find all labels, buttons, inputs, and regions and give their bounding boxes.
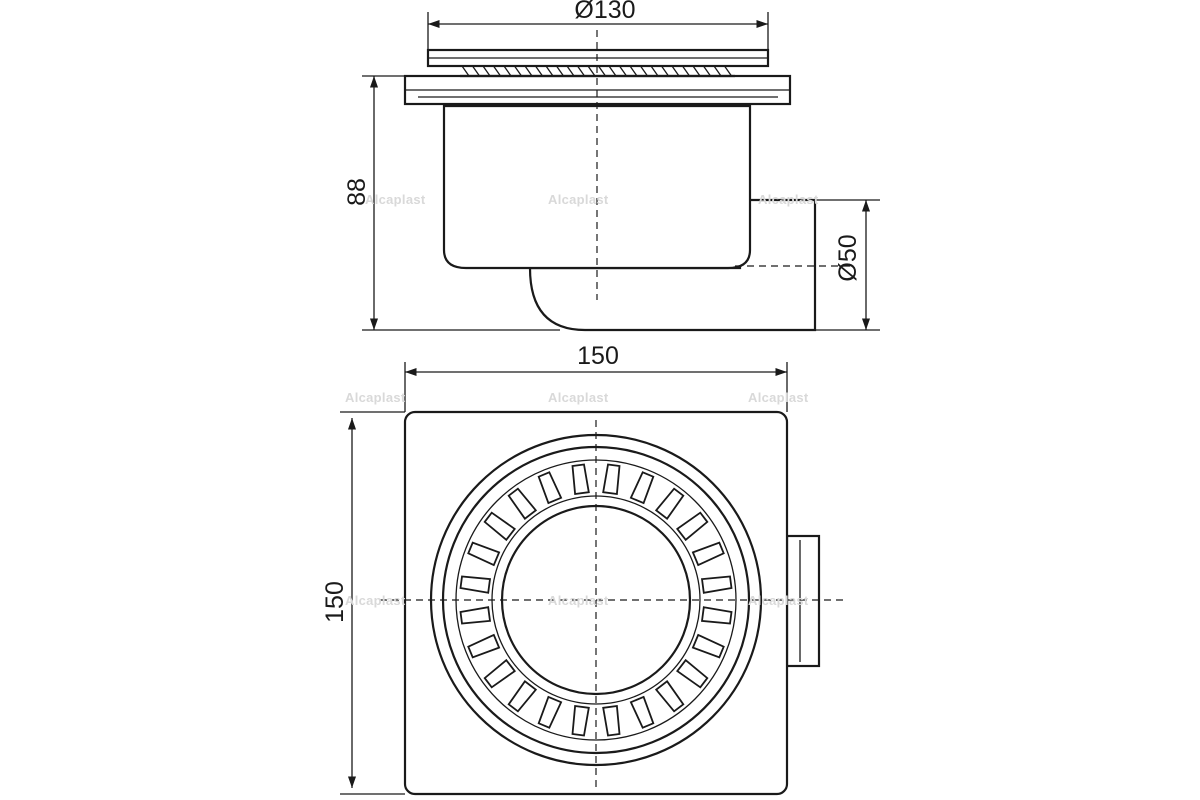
watermark-text: Alcaplast (548, 390, 609, 405)
grate-slot (483, 658, 516, 689)
grate-rib (723, 65, 733, 77)
width-label: 150 (577, 342, 619, 370)
grate-rib (545, 65, 554, 77)
grate-slot (654, 487, 685, 520)
grate-slot (571, 704, 590, 737)
grate-slot (700, 575, 733, 594)
grate-slot (676, 511, 709, 542)
grate-rib (566, 65, 575, 77)
grate-rib (671, 65, 680, 77)
top-view: 150 150 Alcaplast Alcaplast Alcaplast Al… (321, 342, 845, 796)
grate-slot (691, 541, 725, 567)
watermark-text: Alcaplast (548, 593, 609, 608)
grate-rib (629, 65, 638, 77)
dimension-width: 150 (404, 342, 788, 412)
dimension-height: 88 (343, 75, 560, 331)
grate-rib (534, 65, 544, 77)
grate-slot (467, 541, 501, 567)
grate-diameter-label: Ø130 (574, 0, 635, 24)
grate-slot (459, 575, 492, 594)
grate-slot (602, 704, 621, 737)
dimension-grate-diameter: Ø130 (427, 0, 769, 50)
grate-rib (482, 65, 491, 77)
watermark-text: Alcaplast (365, 192, 426, 207)
grate-rib (702, 65, 712, 77)
grate-slot (507, 680, 538, 713)
grate-slot (467, 633, 501, 659)
grate-rib (608, 65, 617, 77)
outlet-diameter-label: Ø50 (834, 234, 862, 281)
grate-slot (654, 680, 685, 713)
grate-slot (507, 487, 538, 520)
grate-rib (524, 65, 533, 77)
grate-rib (492, 65, 502, 77)
side-view: Ø130 88 Ø50 Alcaplast Alcaplast Alcaplas… (343, 0, 880, 332)
grate-rib (639, 65, 649, 77)
grate-slot (691, 633, 725, 659)
watermark-text: Alcaplast (345, 390, 406, 405)
grate-slot (537, 471, 563, 505)
watermark-text: Alcaplast (748, 593, 809, 608)
grate-rib (576, 65, 586, 77)
watermark-text: Alcaplast (548, 192, 609, 207)
height-label: 88 (343, 178, 371, 206)
grate-rib (503, 65, 512, 77)
grate-slot (459, 606, 492, 625)
grate-rib (713, 65, 722, 77)
grate-rib (513, 65, 523, 77)
plate-height-label: 150 (321, 581, 349, 623)
grate-rib (597, 65, 607, 77)
grate-slot (700, 606, 733, 625)
grate-ribs (461, 65, 733, 77)
grate-rib (555, 65, 565, 77)
grate-rib (618, 65, 628, 77)
grate-slot (676, 658, 709, 689)
grate-slots (459, 463, 733, 737)
grate-rib (681, 65, 691, 77)
grate-slot (537, 695, 563, 729)
grate-slot (602, 463, 621, 496)
grate-rib (471, 65, 481, 77)
grate-slot (629, 695, 655, 729)
watermark-text: Alcaplast (758, 192, 819, 207)
grate-rib (660, 65, 670, 77)
grate-slot (571, 463, 590, 496)
watermark-text: Alcaplast (748, 390, 809, 405)
dimension-plate-height: 150 (321, 411, 405, 795)
dimension-outlet-diameter: Ø50 (815, 199, 880, 331)
watermark-text: Alcaplast (345, 593, 406, 608)
grate-rib (461, 65, 470, 77)
grate-slot (629, 471, 655, 505)
grate-rib (692, 65, 701, 77)
grate-rib (587, 65, 596, 77)
grate-slot (483, 511, 516, 542)
grate-rib (650, 65, 659, 77)
